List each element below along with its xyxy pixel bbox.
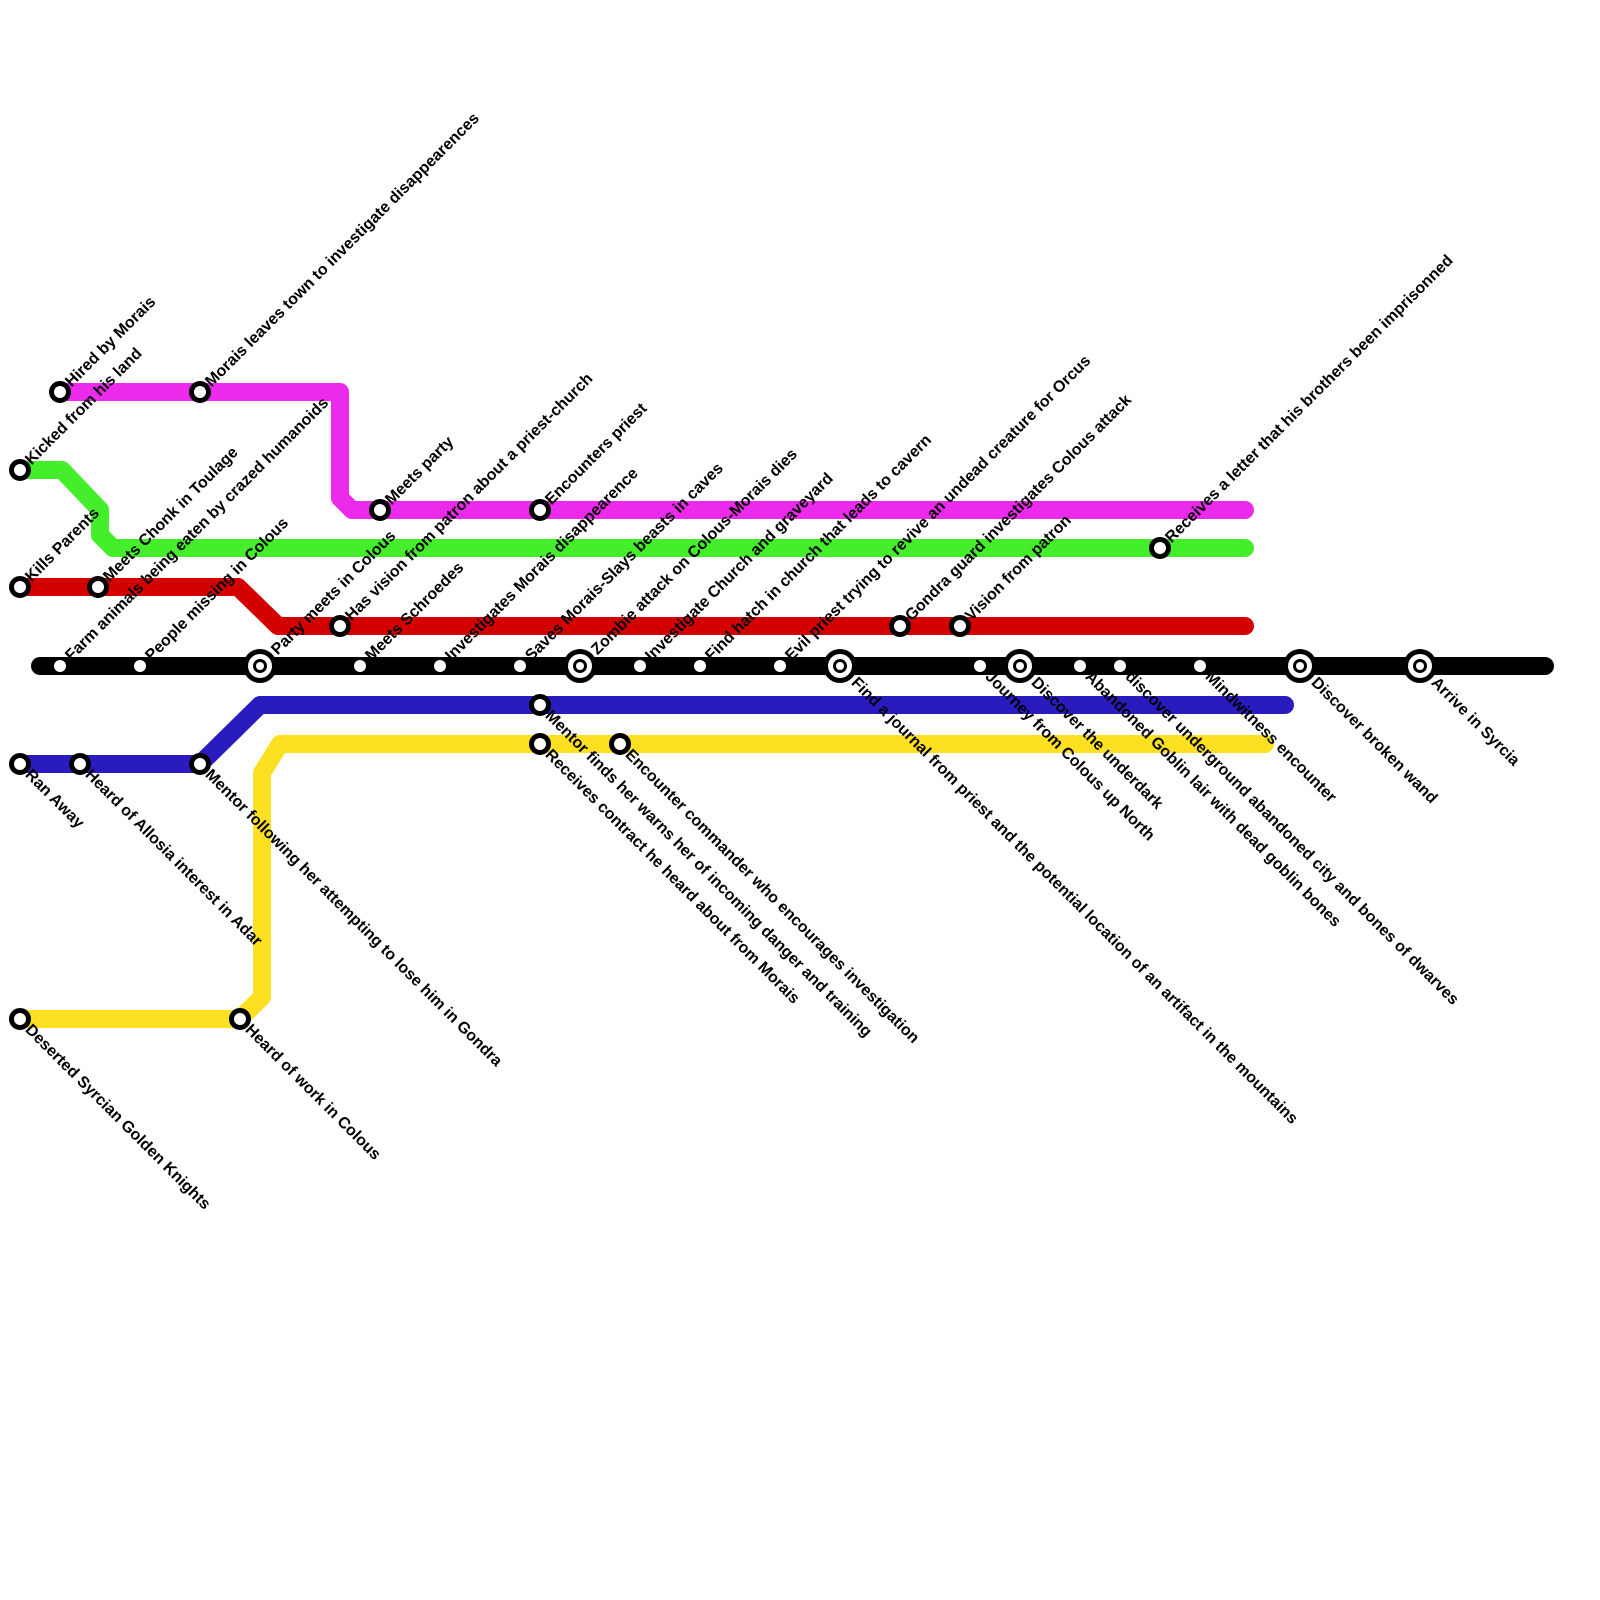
station-black-8[interactable]: [694, 660, 706, 672]
route-line-red: [11, 578, 1254, 635]
station-label: Ran Away: [22, 766, 88, 832]
station-label: Arrive in Syrcia: [1428, 674, 1523, 769]
route-lines: [11, 383, 1554, 1028]
minor-stop-icon: [434, 660, 446, 672]
minor-stop-icon: [1194, 660, 1206, 672]
station-label: Journey from Colous up North: [982, 668, 1158, 844]
station-black-3[interactable]: [354, 660, 366, 672]
minor-stop-icon: [354, 660, 366, 672]
station-black-4[interactable]: [434, 660, 446, 672]
station-red-3[interactable]: [889, 615, 911, 637]
station-black-2[interactable]: [243, 649, 277, 683]
station-green-1[interactable]: [1149, 537, 1171, 559]
station-stop-icon: [49, 381, 71, 403]
station-yellow-2[interactable]: [529, 733, 551, 755]
route-line-magenta: [51, 383, 1254, 519]
interchange-dot-icon: [836, 662, 844, 670]
station-black-15[interactable]: [1194, 660, 1206, 672]
station-stop-icon: [609, 733, 631, 755]
interchange-dot-icon: [256, 662, 264, 670]
station-blue-0[interactable]: [9, 753, 31, 775]
route-line-green: [11, 461, 1254, 557]
station-label: Vision from patron: [962, 512, 1074, 624]
station-magenta-2[interactable]: [369, 499, 391, 521]
station-stop-icon: [529, 499, 551, 521]
station-black-1[interactable]: [134, 660, 146, 672]
station-label: Receives a letter that his brothers been…: [1162, 252, 1456, 546]
interchange-dot-icon: [1016, 662, 1024, 670]
station-yellow-1[interactable]: [229, 1008, 251, 1030]
station-black-16[interactable]: [1283, 649, 1317, 683]
station-black-6[interactable]: [563, 649, 597, 683]
station-label: Encounter commander who encourages inves…: [622, 746, 923, 1047]
station-black-10[interactable]: [823, 649, 857, 683]
minor-stop-icon: [1074, 660, 1086, 672]
station-label: discover underground abandoned city and …: [1122, 668, 1462, 1008]
station-stop-icon: [329, 615, 351, 637]
station-stop-icon: [69, 753, 91, 775]
station-black-13[interactable]: [1074, 660, 1086, 672]
station-yellow-3[interactable]: [609, 733, 631, 755]
station-green-0[interactable]: [9, 459, 31, 481]
route-line-blue: [11, 696, 1294, 773]
station-stop-icon: [189, 753, 211, 775]
station-magenta-0[interactable]: [49, 381, 71, 403]
interchange-dot-icon: [1416, 662, 1424, 670]
route-line-yellow: [11, 735, 1274, 1028]
station-label: Morais leaves town to investigate disapp…: [202, 110, 483, 391]
station-stop-icon: [189, 381, 211, 403]
station-label: Deserted Syrcian Golden Knights: [22, 1021, 214, 1213]
station-red-1[interactable]: [87, 576, 109, 598]
station-blue-1[interactable]: [69, 753, 91, 775]
minor-stop-icon: [134, 660, 146, 672]
station-black-9[interactable]: [774, 660, 786, 672]
interchange-dot-icon: [1296, 662, 1304, 670]
station-red-2[interactable]: [329, 615, 351, 637]
station-yellow-0[interactable]: [9, 1008, 31, 1030]
minor-stop-icon: [634, 660, 646, 672]
station-black-14[interactable]: [1114, 660, 1126, 672]
station-stop-icon: [529, 694, 551, 716]
station-label: Heard of work in Colous: [242, 1021, 384, 1163]
station-black-5[interactable]: [514, 660, 526, 672]
station-black-11[interactable]: [974, 660, 986, 672]
station-stop-icon: [87, 576, 109, 598]
stations: [9, 381, 1437, 1030]
station-magenta-1[interactable]: [189, 381, 211, 403]
station-magenta-3[interactable]: [529, 499, 551, 521]
minor-stop-icon: [974, 660, 986, 672]
station-stop-icon: [949, 615, 971, 637]
minor-stop-icon: [514, 660, 526, 672]
station-blue-3[interactable]: [529, 694, 551, 716]
station-black-17[interactable]: [1403, 649, 1437, 683]
station-label: Meets party: [382, 433, 457, 508]
interchange-dot-icon: [576, 662, 584, 670]
station-label: Kills Parents: [22, 505, 103, 586]
minor-stop-icon: [1114, 660, 1126, 672]
station-stop-icon: [1149, 537, 1171, 559]
minor-stop-icon: [694, 660, 706, 672]
station-blue-2[interactable]: [189, 753, 211, 775]
station-stop-icon: [229, 1008, 251, 1030]
station-red-4[interactable]: [949, 615, 971, 637]
station-stop-icon: [9, 753, 31, 775]
minor-stop-icon: [54, 660, 66, 672]
station-black-0[interactable]: [54, 660, 66, 672]
station-stop-icon: [889, 615, 911, 637]
station-stop-icon: [369, 499, 391, 521]
minor-stop-icon: [774, 660, 786, 672]
station-stop-icon: [9, 459, 31, 481]
station-black-7[interactable]: [634, 660, 646, 672]
station-label: Mentor finds her warns her of incoming d…: [542, 707, 875, 1040]
station-black-12[interactable]: [1003, 649, 1037, 683]
station-red-0[interactable]: [9, 576, 31, 598]
station-stop-icon: [9, 1008, 31, 1030]
station-stop-icon: [9, 576, 31, 598]
station-stop-icon: [529, 733, 551, 755]
